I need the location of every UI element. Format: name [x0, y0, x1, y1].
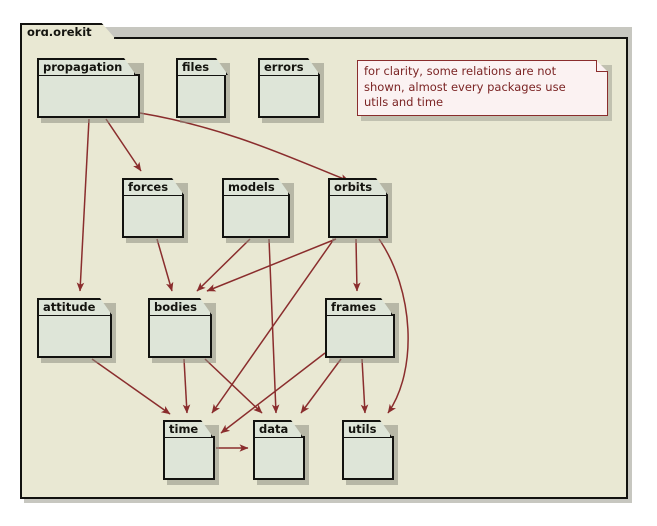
package-label-orbits: orbits — [328, 178, 388, 195]
package-body — [342, 436, 394, 480]
package-body — [222, 194, 290, 238]
package-models[interactable]: models — [222, 178, 294, 243]
package-body — [37, 74, 140, 118]
frame-tab-seam — [22, 36, 102, 39]
package-label-forces: forces — [122, 178, 184, 195]
package-orbits[interactable]: orbits — [328, 178, 392, 243]
note-text: for clarity, some relations are not show… — [364, 64, 566, 109]
package-files[interactable]: files — [176, 58, 230, 123]
package-label-data: data — [253, 420, 303, 437]
package-label-propagation: propagation — [37, 58, 136, 75]
package-errors[interactable]: errors — [258, 58, 324, 123]
package-data[interactable]: data — [253, 420, 309, 485]
note-body — [357, 60, 608, 116]
package-time[interactable]: time — [163, 420, 219, 485]
package-label-bodies: bodies — [148, 298, 212, 315]
package-body — [253, 436, 305, 480]
package-propagation[interactable]: propagation — [37, 58, 144, 123]
package-body — [148, 314, 212, 358]
package-label-time: time — [163, 420, 213, 437]
package-label-errors: errors — [258, 58, 320, 75]
package-label-models: models — [222, 178, 290, 195]
package-label-files: files — [176, 58, 228, 75]
package-label-frames: frames — [325, 298, 393, 315]
package-body — [122, 194, 184, 238]
package-bodies[interactable]: bodies — [148, 298, 216, 363]
package-forces[interactable]: forces — [122, 178, 188, 243]
package-frame-title: org.orekit — [20, 23, 116, 39]
package-body — [258, 74, 320, 118]
package-label-attitude: attitude — [37, 298, 112, 315]
package-utils[interactable]: utils — [342, 420, 398, 485]
package-frames[interactable]: frames — [325, 298, 399, 363]
package-body — [325, 314, 395, 358]
package-body — [176, 74, 226, 118]
package-body — [163, 436, 215, 480]
package-label-utils: utils — [342, 420, 392, 437]
package-attitude[interactable]: attitude — [37, 298, 116, 363]
diagram-note: for clarity, some relations are not show… — [357, 60, 612, 121]
package-body — [37, 314, 112, 358]
package-body — [328, 194, 388, 238]
note-fold-corner — [596, 60, 608, 72]
